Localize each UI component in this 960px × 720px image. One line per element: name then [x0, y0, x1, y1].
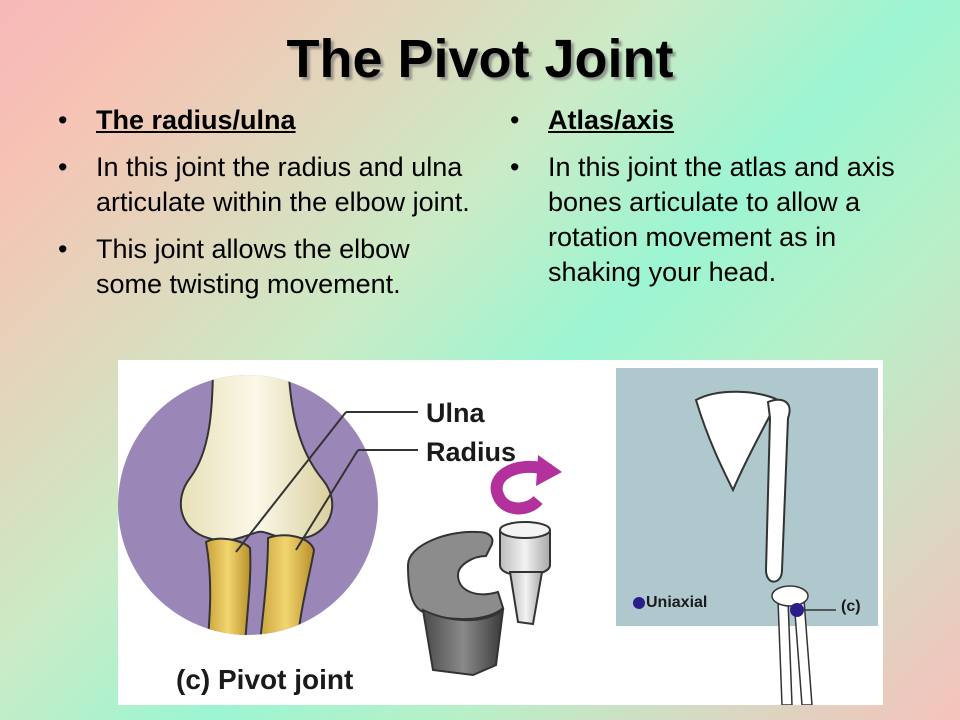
list-item: • The radius/ulna: [58, 103, 478, 138]
list-item: • This joint allows the elbow some twist…: [58, 232, 478, 302]
pivot-joint-illustration: [118, 368, 878, 705]
atlas-axis-heading: Atlas/axis: [548, 105, 675, 135]
atlas-axis-description: In this joint the atlas and axis bones a…: [548, 152, 895, 287]
figure-caption: (c) Pivot joint: [176, 664, 354, 695]
list-item: • In this joint the atlas and axis bones…: [510, 150, 930, 290]
radius-label: Radius: [426, 437, 517, 467]
list-item: • Atlas/axis: [510, 103, 930, 138]
elbow-movement-description: This joint allows the elbow some twistin…: [96, 234, 410, 299]
ulna-label: Ulna: [426, 398, 485, 428]
pivot-joint-figure: Ulna Radius (c) Pivot joint Uniaxial (c): [118, 360, 883, 705]
bullet-icon: •: [58, 234, 68, 264]
left-bullet-list: • The radius/ulna • In this joint the ra…: [58, 103, 478, 314]
elbow-diagram: [118, 375, 378, 635]
bullet-icon: •: [58, 152, 68, 182]
uniaxial-label: Uniaxial: [646, 594, 708, 611]
radius-ulna-description: In this joint the radius and ulna articu…: [96, 152, 470, 217]
humerus-bone: [179, 375, 334, 542]
uniaxial-legend-marker: [633, 597, 645, 609]
arm-skeleton: [694, 390, 813, 705]
slide-title: The Pivot Joint: [286, 29, 674, 89]
rotation-arrow-icon: [490, 460, 552, 515]
ulna-bone: [204, 537, 252, 635]
bullet-icon: •: [510, 105, 520, 135]
radius-ulna-heading: The radius/ulna: [96, 105, 296, 135]
list-item: • In this joint the radius and ulna arti…: [58, 150, 478, 220]
pivot-joint-marker: [790, 603, 804, 617]
right-bullet-list: • Atlas/axis • In this joint the atlas a…: [510, 103, 930, 302]
bullet-icon: •: [58, 105, 68, 135]
pivot-model: [406, 521, 551, 677]
bullet-icon: •: [510, 152, 520, 182]
c-label: (c): [841, 598, 861, 615]
